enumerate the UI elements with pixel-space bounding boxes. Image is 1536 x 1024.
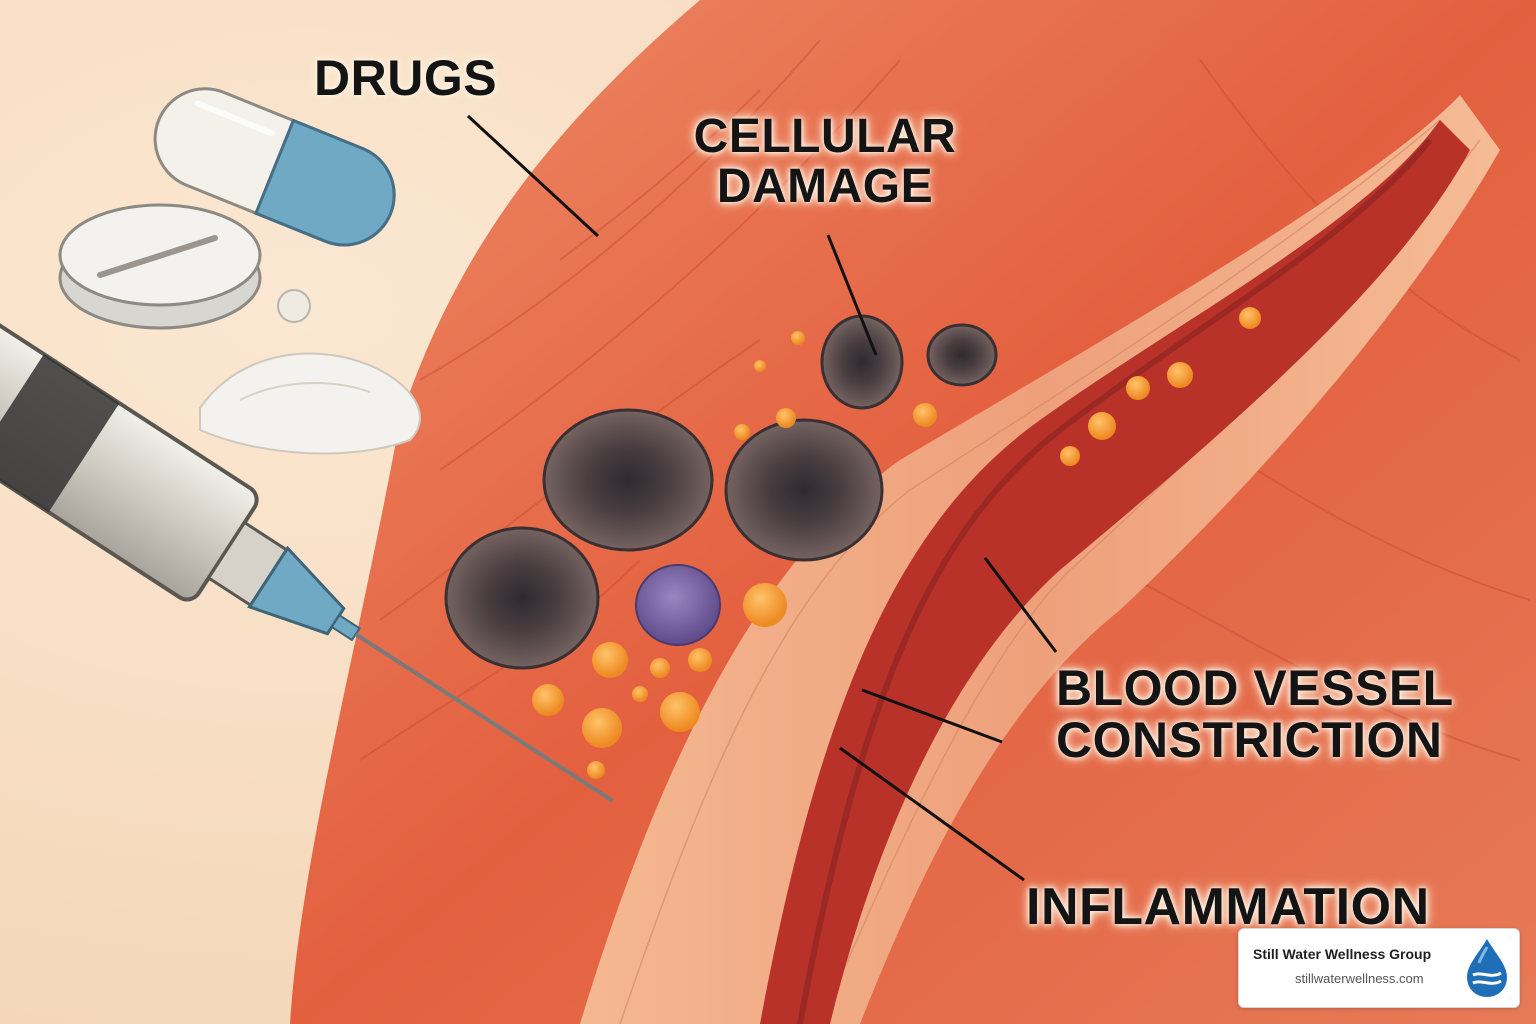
label-blood-vessel-constriction: BLOOD VESSEL CONSTRICTION bbox=[1056, 662, 1454, 766]
damaged-cells bbox=[444, 314, 998, 670]
brand-badge[interactable]: Still Water Wellness Group stillwaterwel… bbox=[1238, 928, 1520, 1008]
inflammation-dots bbox=[532, 331, 937, 779]
label-cellular-damage-line-2: DAMAGE bbox=[716, 159, 934, 213]
label-blood-line-1: BLOOD VESSEL bbox=[1056, 660, 1454, 716]
blood-vessel-lumen bbox=[760, 120, 1470, 1024]
label-cellular-damage: CELLULAR DAMAGE bbox=[690, 112, 960, 212]
label-inflammation: INFLAMMATION bbox=[1026, 878, 1430, 936]
syringe-icon bbox=[0, 303, 614, 803]
tablet-icon bbox=[58, 203, 311, 330]
brand-url[interactable]: stillwaterwellness.com bbox=[1295, 971, 1424, 986]
label-blood-line-2: CONSTRICTION bbox=[1056, 712, 1443, 768]
label-drugs: DRUGS bbox=[314, 50, 498, 106]
lumen-particles bbox=[1060, 307, 1261, 466]
water-drop-icon bbox=[1467, 939, 1507, 997]
leader-lines bbox=[466, 114, 1058, 882]
brand-name: Still Water Wellness Group bbox=[1253, 946, 1432, 962]
capsule-icon bbox=[153, 87, 396, 247]
label-cellular-damage-line-1: CELLULAR bbox=[693, 110, 957, 163]
powder-pile-icon bbox=[199, 352, 421, 455]
